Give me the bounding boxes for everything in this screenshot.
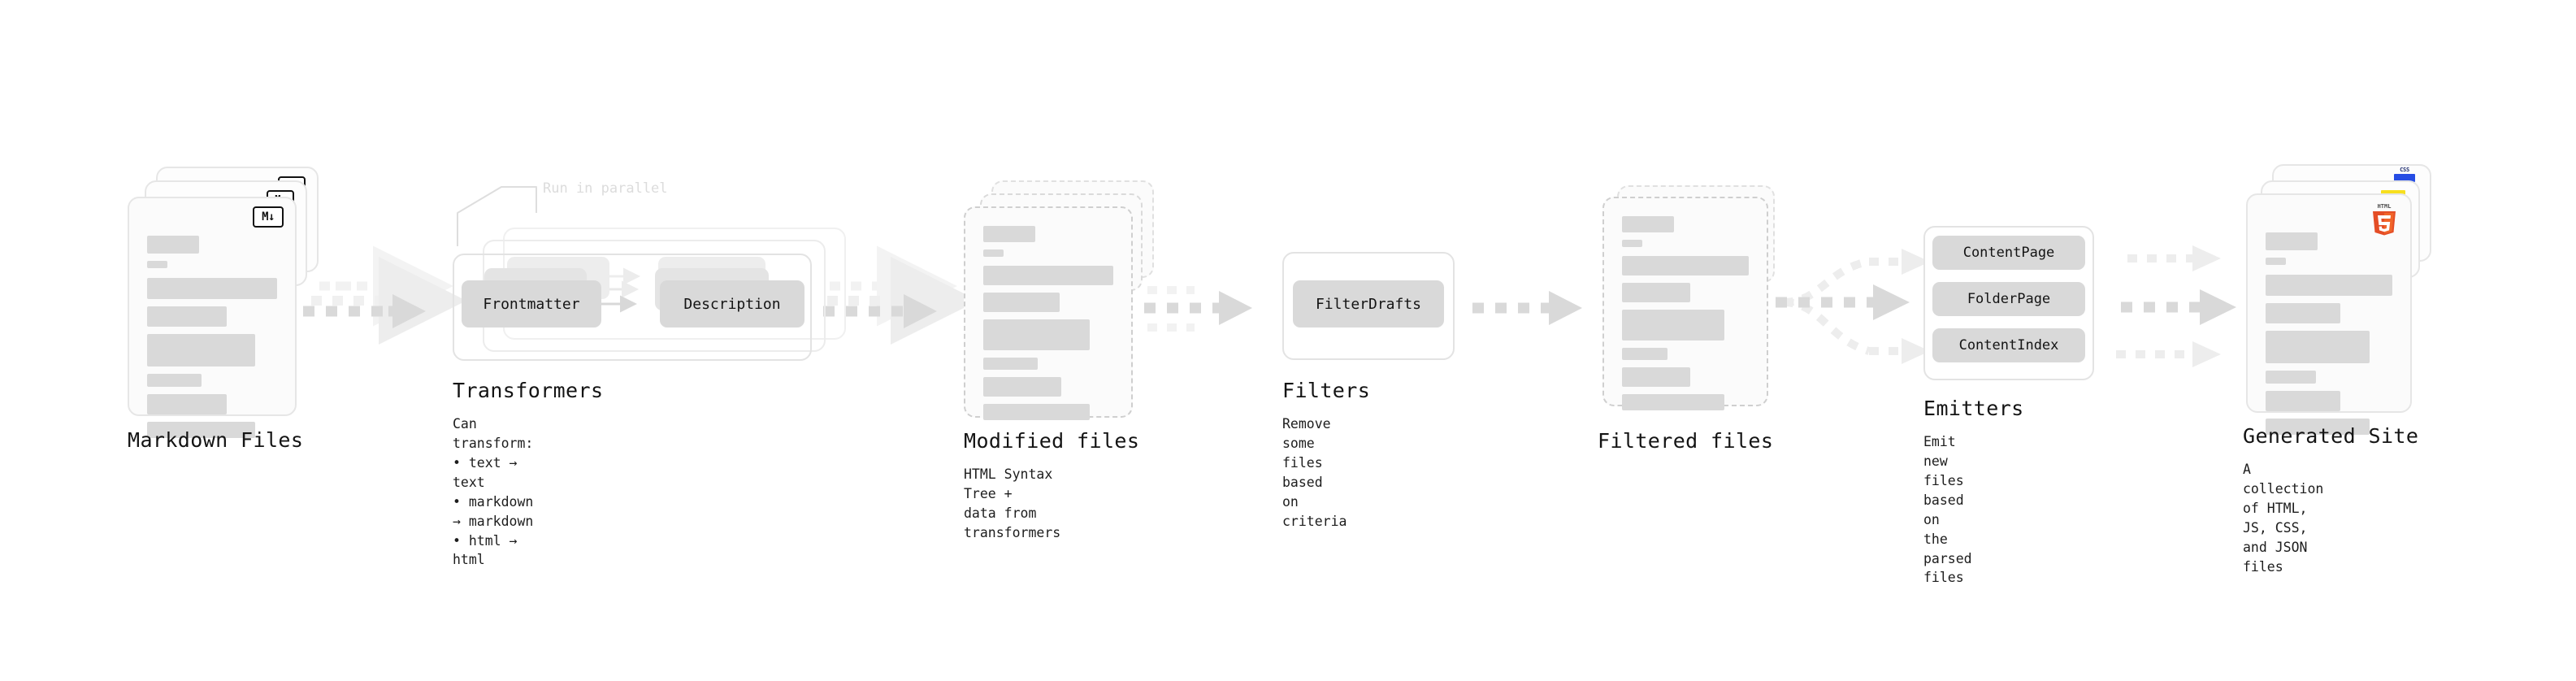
content-page-pill[interactable]: ContentPage <box>1932 236 2085 270</box>
stage-title-emitters: Emitters <box>1923 397 2024 420</box>
stage-desc-filters: Remove some files based on criteria <box>1282 416 1347 529</box>
arrow-markdown-to-transformers <box>303 245 466 345</box>
site-card-placeholder-lines <box>2266 232 2392 435</box>
svg-text:HTML: HTML <box>2378 203 2392 210</box>
arrow-filtered-to-emitters <box>1776 249 1930 364</box>
filter-drafts-pill[interactable]: FilterDrafts <box>1293 280 1444 327</box>
stage-desc-emitters: Emit new files based on the parsed files <box>1923 434 1972 586</box>
stage-title-generated-site: Generated Site <box>2243 424 2419 448</box>
filtered-card-placeholder-lines <box>1622 216 1749 410</box>
stage-desc-modified-files: HTML Syntax Tree + data from transformer… <box>964 466 1061 540</box>
arrow-emitters-to-site <box>2116 245 2236 367</box>
markdown-card-front[interactable]: M↓ <box>128 197 297 438</box>
markdown-card-placeholder-lines <box>147 236 277 438</box>
site-card-front-html[interactable]: HTML <box>2246 193 2412 435</box>
stage-title-filters: Filters <box>1282 379 1371 402</box>
css-badge: CSS <box>2394 167 2415 182</box>
filtered-card-front[interactable] <box>1602 197 1768 410</box>
stage-desc-transformers: Can transform: • text → text • markdown … <box>453 416 534 568</box>
stage-title-filtered-files: Filtered files <box>1598 429 1774 453</box>
html5-icon: HTML <box>2370 202 2399 236</box>
modified-card-front[interactable] <box>964 206 1133 420</box>
markdown-badge: M↓ <box>253 206 284 228</box>
stage-desc-generated-site: A collection of HTML, JS, CSS, and JSON … <box>2243 462 2324 575</box>
stage-title-markdown-files: Markdown Files <box>128 428 304 452</box>
folder-page-pill[interactable]: FolderPage <box>1932 282 2085 316</box>
stage-title-transformers: Transformers <box>453 379 604 402</box>
arrow-filters-to-filtered <box>1472 291 1582 325</box>
modified-card-placeholder-lines <box>983 226 1113 420</box>
description-pill[interactable]: Description <box>660 280 804 327</box>
transformer-group-front[interactable] <box>453 254 812 361</box>
stage-title-modified-files: Modified files <box>964 429 1140 453</box>
arrow-modified-to-filters <box>1144 286 1252 332</box>
run-in-parallel-note: Run in parallel <box>543 180 668 197</box>
frontmatter-pill[interactable]: Frontmatter <box>462 280 601 327</box>
content-index-pill[interactable]: ContentIndex <box>1932 328 2085 362</box>
